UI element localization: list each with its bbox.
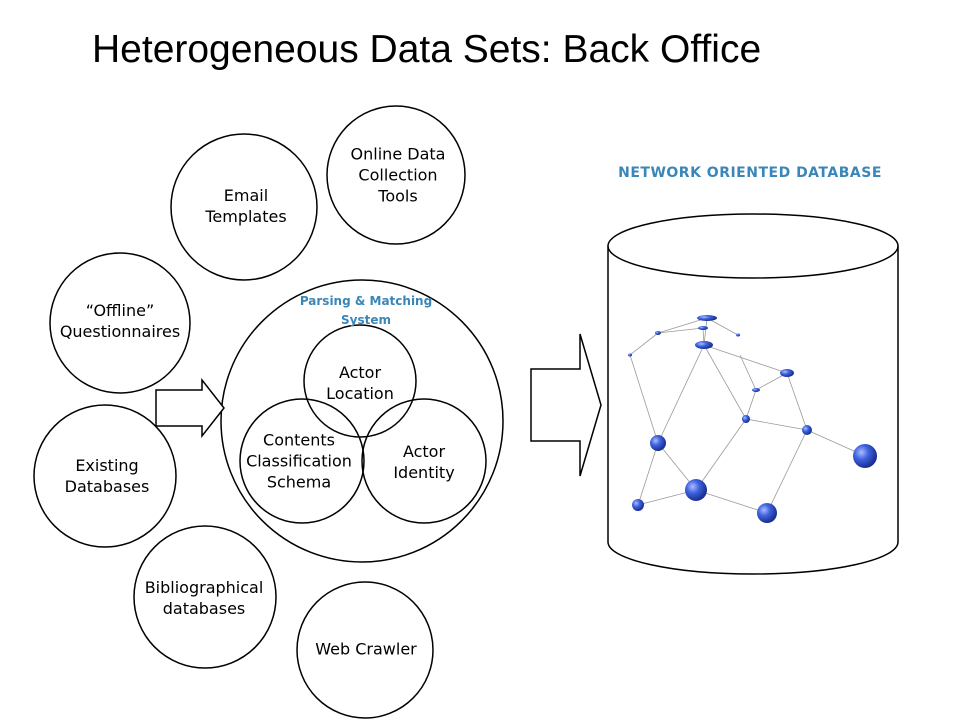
- database-title: NETWORK ORIENTED DATABASE: [618, 165, 882, 181]
- offline-questionnaires-label: “Offline” Questionnaires: [59, 301, 181, 341]
- graph-node: [632, 499, 644, 511]
- web-crawler-circle: [296, 581, 434, 719]
- bibliographical-circle: [133, 525, 277, 669]
- database-cylinder-top: [607, 213, 899, 279]
- graph-node: [697, 315, 717, 321]
- graph-node: [752, 388, 760, 392]
- database-cylinder: [607, 246, 899, 575]
- offline-questionnaires-circle: [49, 252, 191, 394]
- online-data-circle: [326, 105, 466, 245]
- actor-location-circle: [303, 324, 417, 438]
- parsing-system-circle: [220, 279, 504, 563]
- existing-databases-label: Existing Databases: [64, 456, 150, 496]
- network-graph: [629, 317, 866, 514]
- graph-node: [655, 331, 661, 335]
- bibliographical-label: Bibliographical databases: [144, 578, 264, 618]
- slide-title: Heterogeneous Data Sets: Back Office: [92, 28, 762, 71]
- actor-location-label: Actor Location: [326, 363, 394, 403]
- graph-node: [802, 425, 812, 435]
- graph-node: [736, 333, 740, 337]
- output-arrow: [530, 333, 602, 477]
- graph-node: [695, 341, 713, 349]
- graph-node: [853, 444, 877, 468]
- graph-node: [685, 479, 707, 501]
- email-templates-circle: [170, 133, 318, 281]
- existing-databases-circle: [33, 404, 177, 548]
- graph-node: [698, 326, 708, 330]
- network-nodes: [628, 315, 877, 523]
- actor-identity-label: Actor Identity: [393, 442, 455, 482]
- graph-node: [650, 435, 666, 451]
- graph-node: [628, 353, 632, 357]
- email-templates-label: Email Templates: [205, 186, 287, 226]
- input-arrow: [155, 377, 225, 439]
- contents-schema-label: Contents Classification Schema: [246, 430, 352, 492]
- graph-node: [757, 503, 777, 523]
- actor-identity-circle: [361, 398, 487, 524]
- parsing-system-title: Parsing & Matching System: [299, 294, 433, 327]
- online-data-label: Online Data Collection Tools: [350, 144, 446, 206]
- graph-node: [780, 369, 794, 377]
- web-crawler-label: Web Crawler: [315, 639, 417, 659]
- contents-schema-circle: [239, 398, 365, 524]
- graph-node: [742, 415, 750, 423]
